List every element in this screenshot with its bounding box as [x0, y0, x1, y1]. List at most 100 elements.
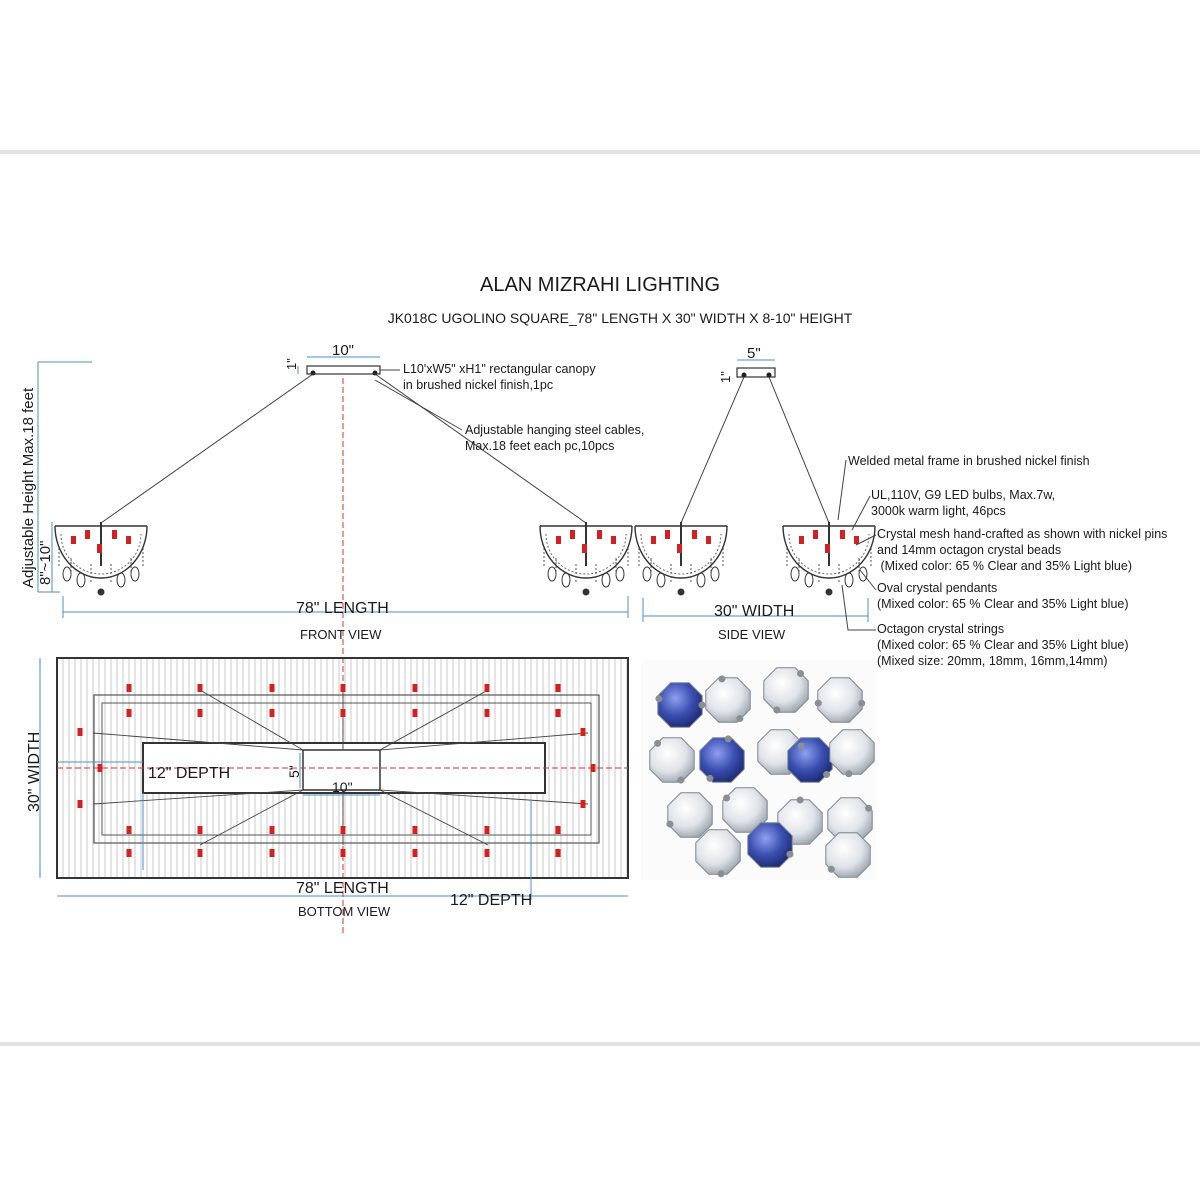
- bulb-icon: [126, 849, 132, 857]
- nickel-pin-icon: [666, 820, 674, 828]
- side-width-label: 30" WIDTH: [714, 603, 795, 620]
- side-cable-left: [680, 376, 745, 524]
- crystal-bead-icon: [695, 829, 741, 875]
- nickel-pin-icon: [724, 735, 732, 743]
- nickel-pin-icon: [736, 715, 744, 723]
- crystal-bead-icon: [747, 822, 793, 868]
- nickel-pin-icon: [797, 669, 805, 677]
- side-canopy: [736, 367, 776, 378]
- bottom-bulbs: [77, 684, 596, 857]
- bulb-icon: [197, 684, 203, 692]
- bulb-icon: [126, 826, 132, 834]
- nickel-pin-icon: [717, 870, 725, 878]
- bulb-icon: [77, 728, 83, 736]
- bulb-icon: [555, 684, 561, 692]
- side-canopy-width: 5": [747, 345, 761, 362]
- bottom-canopy-height-label: 5": [286, 765, 302, 778]
- bulb-icon: [340, 684, 346, 692]
- nickel-pin-icon: [706, 774, 714, 782]
- bulb-icon: [555, 826, 561, 834]
- bottom-length-label: 78" LENGTH: [296, 880, 389, 897]
- bottom-view-label: BOTTOM VIEW: [298, 904, 391, 919]
- nickel-pin-icon: [858, 699, 866, 707]
- bulb-icon: [269, 849, 275, 857]
- front-fixture-right: [539, 521, 633, 597]
- body-height-label: 8"~10": [37, 540, 54, 585]
- bulb-icon: [580, 800, 586, 808]
- nickel-pin-icon: [786, 850, 794, 858]
- nickel-pin-icon: [773, 706, 781, 714]
- bulb-icon: [484, 684, 490, 692]
- note-cables: Adjustable hanging steel cables,Max.18 f…: [465, 423, 645, 453]
- note-strings: Octagon crystal strings(Mixed color: 65 …: [877, 622, 1129, 668]
- crystal-bead-icon: [825, 832, 871, 878]
- nickel-pin-icon: [654, 739, 662, 747]
- product-title: JK018C UGOLINO SQUARE_78" LENGTH X 30" W…: [387, 310, 853, 326]
- bottom-outer-depth-label: 12" DEPTH: [450, 892, 533, 909]
- crystal-bead-icon: [657, 682, 703, 728]
- bulb-icon: [412, 826, 418, 834]
- nickel-pin-icon: [698, 701, 706, 709]
- bottom-canopy-width-label: 10": [332, 779, 353, 795]
- front-canopy-height: 1": [284, 358, 299, 370]
- bulb-icon: [412, 684, 418, 692]
- crystal-bead-icon: [667, 792, 713, 838]
- bulb-icon: [197, 709, 203, 717]
- side-fixture-left: [634, 521, 728, 597]
- bulb-icon: [484, 826, 490, 834]
- bulb-icon: [590, 764, 596, 772]
- bulb-icon: [269, 709, 275, 717]
- bulb-icon: [269, 826, 275, 834]
- front-canopy: [306, 365, 381, 375]
- crystal-bead-icon: [722, 787, 768, 833]
- side-view-label: SIDE VIEW: [718, 627, 786, 642]
- top-divider: [0, 150, 1200, 154]
- note-oval: Oval crystal pendants(Mixed color: 65 % …: [877, 581, 1129, 611]
- crystal-bead-icon: [705, 677, 751, 723]
- bulb-icon: [197, 826, 203, 834]
- bottom-width-label: 30" WIDTH: [26, 731, 43, 812]
- bulb-icon: [197, 849, 203, 857]
- nickel-pin-icon: [723, 794, 731, 802]
- crystal-bead-icon: [787, 737, 833, 783]
- front-cable-left: [100, 373, 314, 524]
- nickel-pin-icon: [677, 776, 685, 784]
- nickel-pin-icon: [718, 675, 726, 683]
- crystal-bead-icon: [649, 737, 695, 783]
- bulb-icon: [484, 709, 490, 717]
- bulb-icon: [340, 709, 346, 717]
- nickel-pin-icon: [827, 865, 835, 873]
- nickel-pin-icon: [865, 804, 873, 812]
- side-fixture-right: [782, 521, 876, 597]
- bulb-icon: [77, 800, 83, 808]
- nickel-pin-icon: [797, 742, 805, 750]
- bulb-icon: [555, 709, 561, 717]
- note-mesh: Crystal mesh hand-crafted as shown with …: [877, 527, 1168, 573]
- front-fixture-left: [54, 521, 148, 597]
- nickel-pin-icon: [845, 770, 853, 778]
- bulb-icon: [126, 684, 132, 692]
- crystal-bead-icon: [817, 677, 863, 723]
- note-bulbs: UL,110V, G9 LED bulbs, Max.7w,3000k warm…: [871, 488, 1056, 518]
- bottom-canopy: [302, 749, 381, 791]
- bulb-icon: [555, 849, 561, 857]
- bulb-icon: [340, 826, 346, 834]
- front-view-label: FRONT VIEW: [300, 627, 382, 642]
- crystal-bead-icon: [829, 729, 875, 775]
- bulb-icon: [412, 709, 418, 717]
- front-cable-right: [374, 373, 587, 524]
- bulb-icon: [340, 849, 346, 857]
- front-length-label: 78" LENGTH: [296, 600, 389, 617]
- nickel-pin-icon: [814, 699, 822, 707]
- bulb-icon: [412, 849, 418, 857]
- bulb-icon: [269, 684, 275, 692]
- note-frame: Welded metal frame in brushed nickel fin…: [848, 454, 1090, 468]
- bottom-inner-depth-label: 12" DEPTH: [148, 765, 231, 782]
- brand-title: ALAN MIZRAHI LIGHTING: [479, 274, 721, 296]
- side-cable-right: [768, 376, 830, 524]
- bottom-divider: [0, 1042, 1200, 1046]
- front-canopy-width: 10": [332, 342, 355, 359]
- crystal-bead-icon: [699, 737, 745, 783]
